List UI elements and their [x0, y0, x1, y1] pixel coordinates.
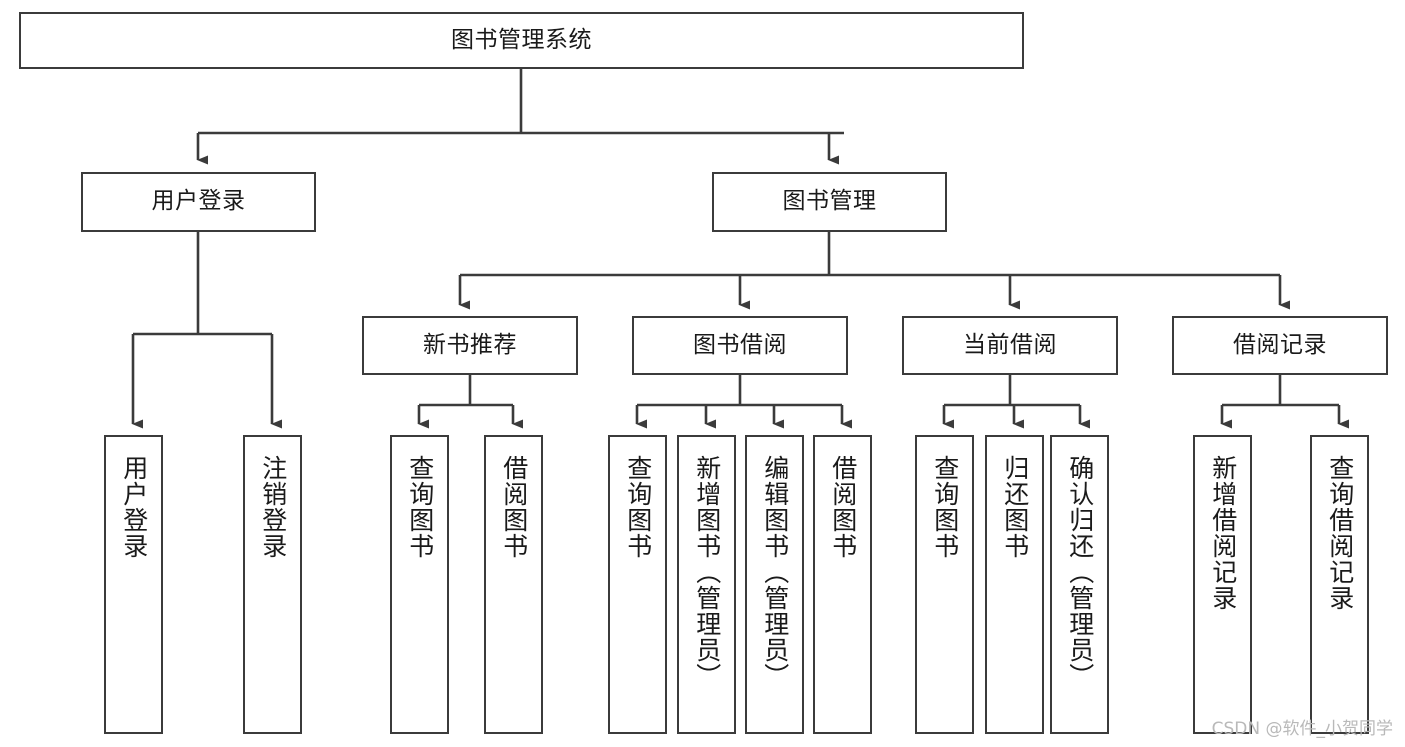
node-query-book-current-label: 查询图书: [930, 455, 960, 559]
node-book-borrow[interactable]: 图书借阅: [632, 316, 848, 375]
node-logout-leaf-label: 注销登录: [258, 455, 288, 559]
connector-new-book-recommend-to-leaves: [417, 375, 523, 429]
node-user-login[interactable]: 用户登录: [81, 172, 316, 232]
node-query-book-current[interactable]: 查询图书: [915, 435, 974, 734]
node-query-book-borrow[interactable]: 查询图书: [608, 435, 667, 734]
node-root[interactable]: 图书管理系统: [19, 12, 1024, 69]
node-borrow-record-label: 借阅记录: [1233, 331, 1327, 358]
node-confirm-return-admin-label: 确认归还（管理员）: [1065, 455, 1095, 689]
node-borrow-book[interactable]: 借阅图书: [813, 435, 872, 734]
node-add-borrow-record-label: 新增借阅记录: [1208, 455, 1238, 611]
connector-book-manage-to-level3: [458, 232, 1290, 310]
node-current-borrow[interactable]: 当前借阅: [902, 316, 1118, 375]
node-book-borrow-label: 图书借阅: [693, 331, 787, 358]
node-confirm-return-admin[interactable]: 确认归还（管理员）: [1050, 435, 1109, 734]
node-book-manage[interactable]: 图书管理: [712, 172, 947, 232]
node-user-login-leaf-label: 用户登录: [119, 455, 149, 559]
node-query-borrow-record-label: 查询借阅记录: [1325, 455, 1355, 611]
node-return-book[interactable]: 归还图书: [985, 435, 1044, 734]
node-current-borrow-label: 当前借阅: [963, 331, 1057, 358]
node-borrow-record[interactable]: 借阅记录: [1172, 316, 1388, 375]
node-borrow-book-label: 借阅图书: [828, 455, 858, 559]
connector-user-login-to-leaves: [131, 232, 282, 429]
node-edit-book-admin-label: 编辑图书（管理员）: [760, 455, 790, 689]
node-user-login-leaf[interactable]: 用户登录: [104, 435, 163, 734]
node-query-borrow-record[interactable]: 查询借阅记录: [1310, 435, 1369, 734]
node-borrow-book-rec[interactable]: 借阅图书: [484, 435, 543, 734]
node-new-book-recommend[interactable]: 新书推荐: [362, 316, 578, 375]
node-borrow-book-rec-label: 借阅图书: [499, 455, 529, 559]
node-new-book-recommend-label: 新书推荐: [423, 331, 517, 358]
node-user-login-label: 用户登录: [151, 188, 246, 215]
node-book-manage-label: 图书管理: [782, 188, 877, 215]
connector-borrow-record-to-leaves: [1220, 375, 1349, 429]
node-query-book-rec-label: 查询图书: [405, 455, 435, 559]
node-return-book-label: 归还图书: [1000, 455, 1030, 559]
connector-book-borrow-to-leaves: [635, 375, 852, 429]
node-logout-leaf[interactable]: 注销登录: [243, 435, 302, 734]
node-root-label: 图书管理系统: [451, 26, 592, 53]
node-add-book-admin-label: 新增图书（管理员）: [692, 455, 722, 689]
node-edit-book-admin[interactable]: 编辑图书（管理员）: [745, 435, 804, 734]
node-add-borrow-record[interactable]: 新增借阅记录: [1193, 435, 1252, 734]
node-add-book-admin[interactable]: 新增图书（管理员）: [677, 435, 736, 734]
node-query-book-rec[interactable]: 查询图书: [390, 435, 449, 734]
node-query-book-borrow-label: 查询图书: [623, 455, 653, 559]
connector-root-to-level2: [196, 69, 844, 165]
connector-current-borrow-to-leaves: [942, 375, 1090, 429]
